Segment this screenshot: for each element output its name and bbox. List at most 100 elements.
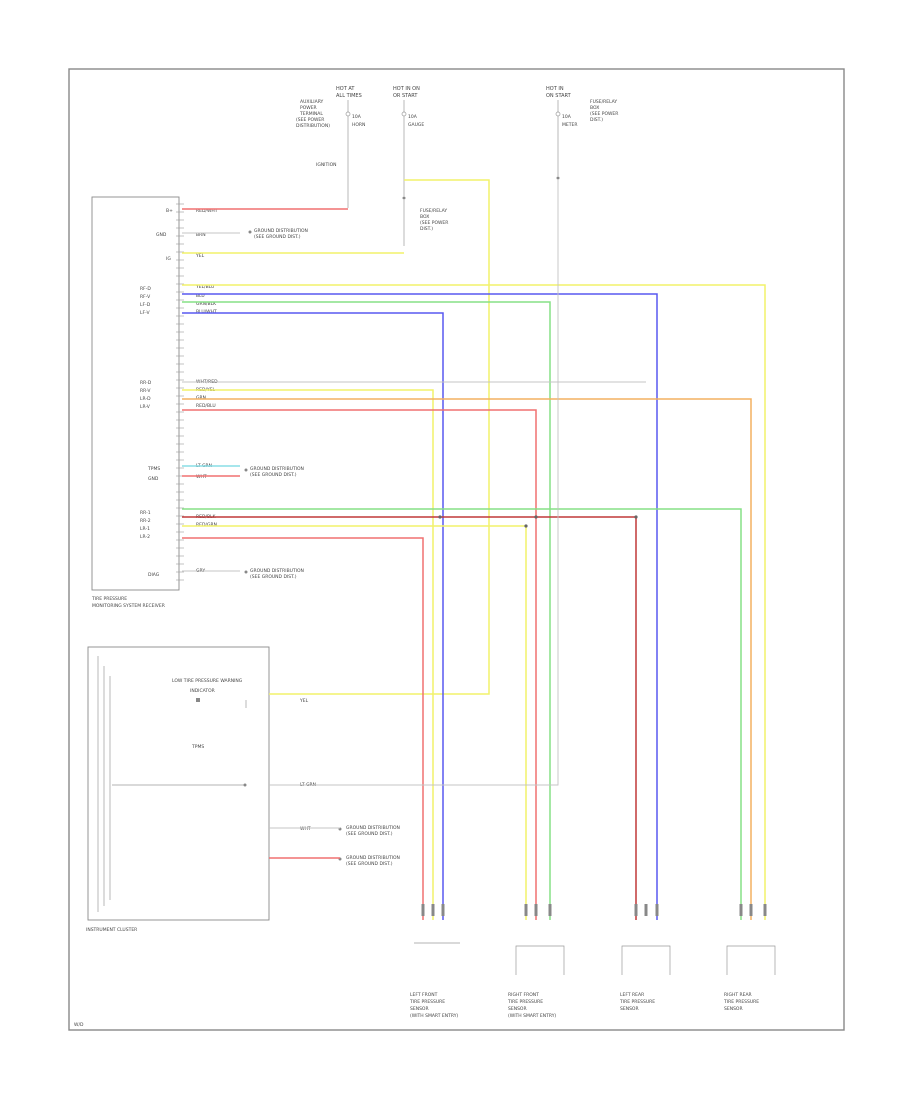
fuse-box-text-2: BOX — [420, 214, 429, 220]
wire-label-yel: YEL — [195, 253, 205, 259]
wire-grn-rf-sensor — [182, 301, 551, 920]
splice-point — [438, 515, 442, 519]
wire-label-blu: BLU — [196, 293, 205, 299]
pin-lr-d: LR-D — [140, 396, 151, 402]
note-6: FUSE/RELAY — [590, 99, 617, 105]
sensor-1-terminal — [421, 904, 425, 916]
source-1-fuse: 10A — [352, 114, 362, 120]
wire-label-red-wht: RED/WHT — [196, 208, 218, 214]
module-caption-1: TIRE PRESSURE — [91, 596, 127, 602]
splice-point — [524, 524, 528, 528]
splice-point — [634, 515, 638, 519]
cluster-tpms-label: TPMS — [191, 744, 204, 750]
sensor-2-line1: RIGHT FRONT — [508, 992, 539, 998]
splice-point — [534, 515, 538, 519]
wire-label-red-grn: RED/GRN — [196, 522, 217, 528]
ground-ref-mid-2: (SEE GROUND DIST.) — [250, 472, 297, 478]
sensor-3: LEFT REAR TIRE PRESSURE SENSOR — [619, 945, 671, 1012]
source-2-head: HOT IN ON — [393, 86, 420, 92]
source-3-fuse-name: METER — [562, 122, 577, 128]
note-9: DIST.) — [590, 117, 603, 123]
pin-lr-1: LR-1 — [140, 526, 150, 532]
sensor-4-terminal — [749, 904, 753, 916]
source-3-sub: ON START — [546, 93, 572, 99]
ground-ref-cl1-2: (SEE GROUND DIST.) — [346, 831, 393, 837]
wire-grey-meter — [269, 180, 559, 786]
pin-b-plus: B+ — [166, 208, 173, 214]
pin-rr-v: RR-V — [140, 388, 151, 394]
sensor-1-terminal — [431, 904, 435, 916]
pin-lf-v: LF-V — [140, 310, 150, 316]
wire-green-rr-2 — [182, 508, 742, 920]
fuse-box-text-4: DIST.) — [420, 226, 433, 232]
sensor-3-line3: SENSOR — [620, 1006, 639, 1012]
ground-ref-low-1: GROUND DISTRIBUTION — [250, 568, 304, 574]
cluster-indicator: INDICATOR — [190, 688, 215, 694]
source-3-fuse: 10A — [562, 114, 572, 120]
sensor-4-terminal — [763, 904, 767, 916]
ground-ref-top-1: GROUND DISTRIBUTION — [254, 228, 308, 234]
sensor-3-line1: LEFT REAR — [620, 992, 644, 998]
ground-ref-mid-1: GROUND DISTRIBUTION — [250, 466, 304, 472]
wire-red-lf-2 — [182, 537, 424, 920]
sensor-3-terminal — [655, 904, 659, 916]
pin-lr-2: LR-2 — [140, 534, 150, 540]
sensor-row: LEFT FRONT TIRE PRESSURE SENSOR (WITH SM… — [409, 942, 776, 1019]
sensor-1: LEFT FRONT TIRE PRESSURE SENSOR (WITH SM… — [409, 942, 460, 1019]
sensor-4-line1: RIGHT REAR — [724, 992, 752, 998]
wire-label-brn: BRN — [196, 232, 206, 238]
pin-gnd: GND — [156, 232, 167, 238]
wire-label-yel-blu: YEL/BLU — [195, 284, 214, 290]
instrument-cluster — [87, 646, 270, 921]
wire-label-red-blu: RED/BLU — [196, 403, 216, 409]
power-source-1: HOT AT ALL TIMES 10A HORN IGNITION — [316, 86, 365, 208]
cluster-wht-label: WHT — [300, 826, 311, 832]
pin-rf-v: RF-V — [140, 294, 151, 300]
pin-lr-v: LR-V — [140, 404, 151, 410]
source-1-head: HOT AT — [336, 86, 355, 92]
note-5: DISTRIBUTION) — [296, 123, 330, 129]
source-2-fuse: 10A — [408, 114, 418, 120]
sensor-2-terminal — [534, 904, 538, 916]
sensor-4-terminal — [739, 904, 743, 916]
wire-label-blu-wht: BLU/WHT — [196, 309, 217, 315]
source-1-line1: IGNITION — [316, 162, 337, 168]
sensor-1-line2: TIRE PRESSURE — [409, 999, 445, 1005]
module-pin-ticks — [176, 203, 184, 581]
pin-diag: DIAG — [148, 572, 160, 578]
pin-gnd-2: GND — [148, 476, 159, 482]
pin-tpms: TPMS — [147, 466, 160, 472]
wire-label-grn-blk: GRN/BLK — [196, 301, 217, 307]
pin-rr-1: RR-1 — [140, 510, 151, 516]
source-3-head: HOT IN — [546, 86, 564, 92]
sensor-1-line1: LEFT FRONT — [410, 992, 438, 998]
wire-blu-lf-sensor — [182, 312, 444, 920]
wire-yel-rr-sensor — [182, 284, 766, 920]
wire-orange-rr — [182, 398, 752, 920]
ground-ref-cl2-1: GROUND DISTRIBUTION — [346, 855, 400, 861]
sensor-2-line4: (WITH SMART ENTRY) — [508, 1013, 556, 1019]
wire-label-wht: WHT — [196, 474, 207, 480]
pin-rf-d: RF-D — [140, 286, 151, 292]
note-7: BOX — [590, 105, 599, 111]
sensor-3-terminal — [634, 904, 638, 916]
module-caption-2: MONITORING SYSTEM RECEIVER — [92, 603, 165, 609]
note-2: POWER — [300, 105, 317, 111]
note-4: (SEE POWER — [296, 117, 324, 123]
sensor-2-line2: TIRE PRESSURE — [507, 999, 543, 1005]
sensor-2-line3: SENSOR — [508, 1006, 527, 1012]
note-1: AUXILIARY — [300, 99, 324, 105]
sensor-1-terminal — [441, 904, 445, 916]
fuse-box-text-1: FUSE/RELAY — [420, 208, 447, 214]
source-1-fuse-name: HORN — [352, 122, 365, 128]
wire-label-grn: GRN — [196, 395, 206, 401]
power-source-3: HOT IN ON START 10A METER — [546, 86, 577, 180]
cluster-caption: INSTRUMENT CLUSTER — [86, 927, 137, 933]
source-1-sub: ALL TIMES — [336, 93, 362, 99]
source-2-sub: OR START — [393, 93, 418, 99]
sensor-3-line2: TIRE PRESSURE — [619, 999, 655, 1005]
ground-ref-cl2-2: (SEE GROUND DIST.) — [346, 861, 393, 867]
ground-ref-top-2: (SEE GROUND DIST.) — [254, 234, 301, 240]
wire-yel-fuse — [269, 179, 490, 695]
